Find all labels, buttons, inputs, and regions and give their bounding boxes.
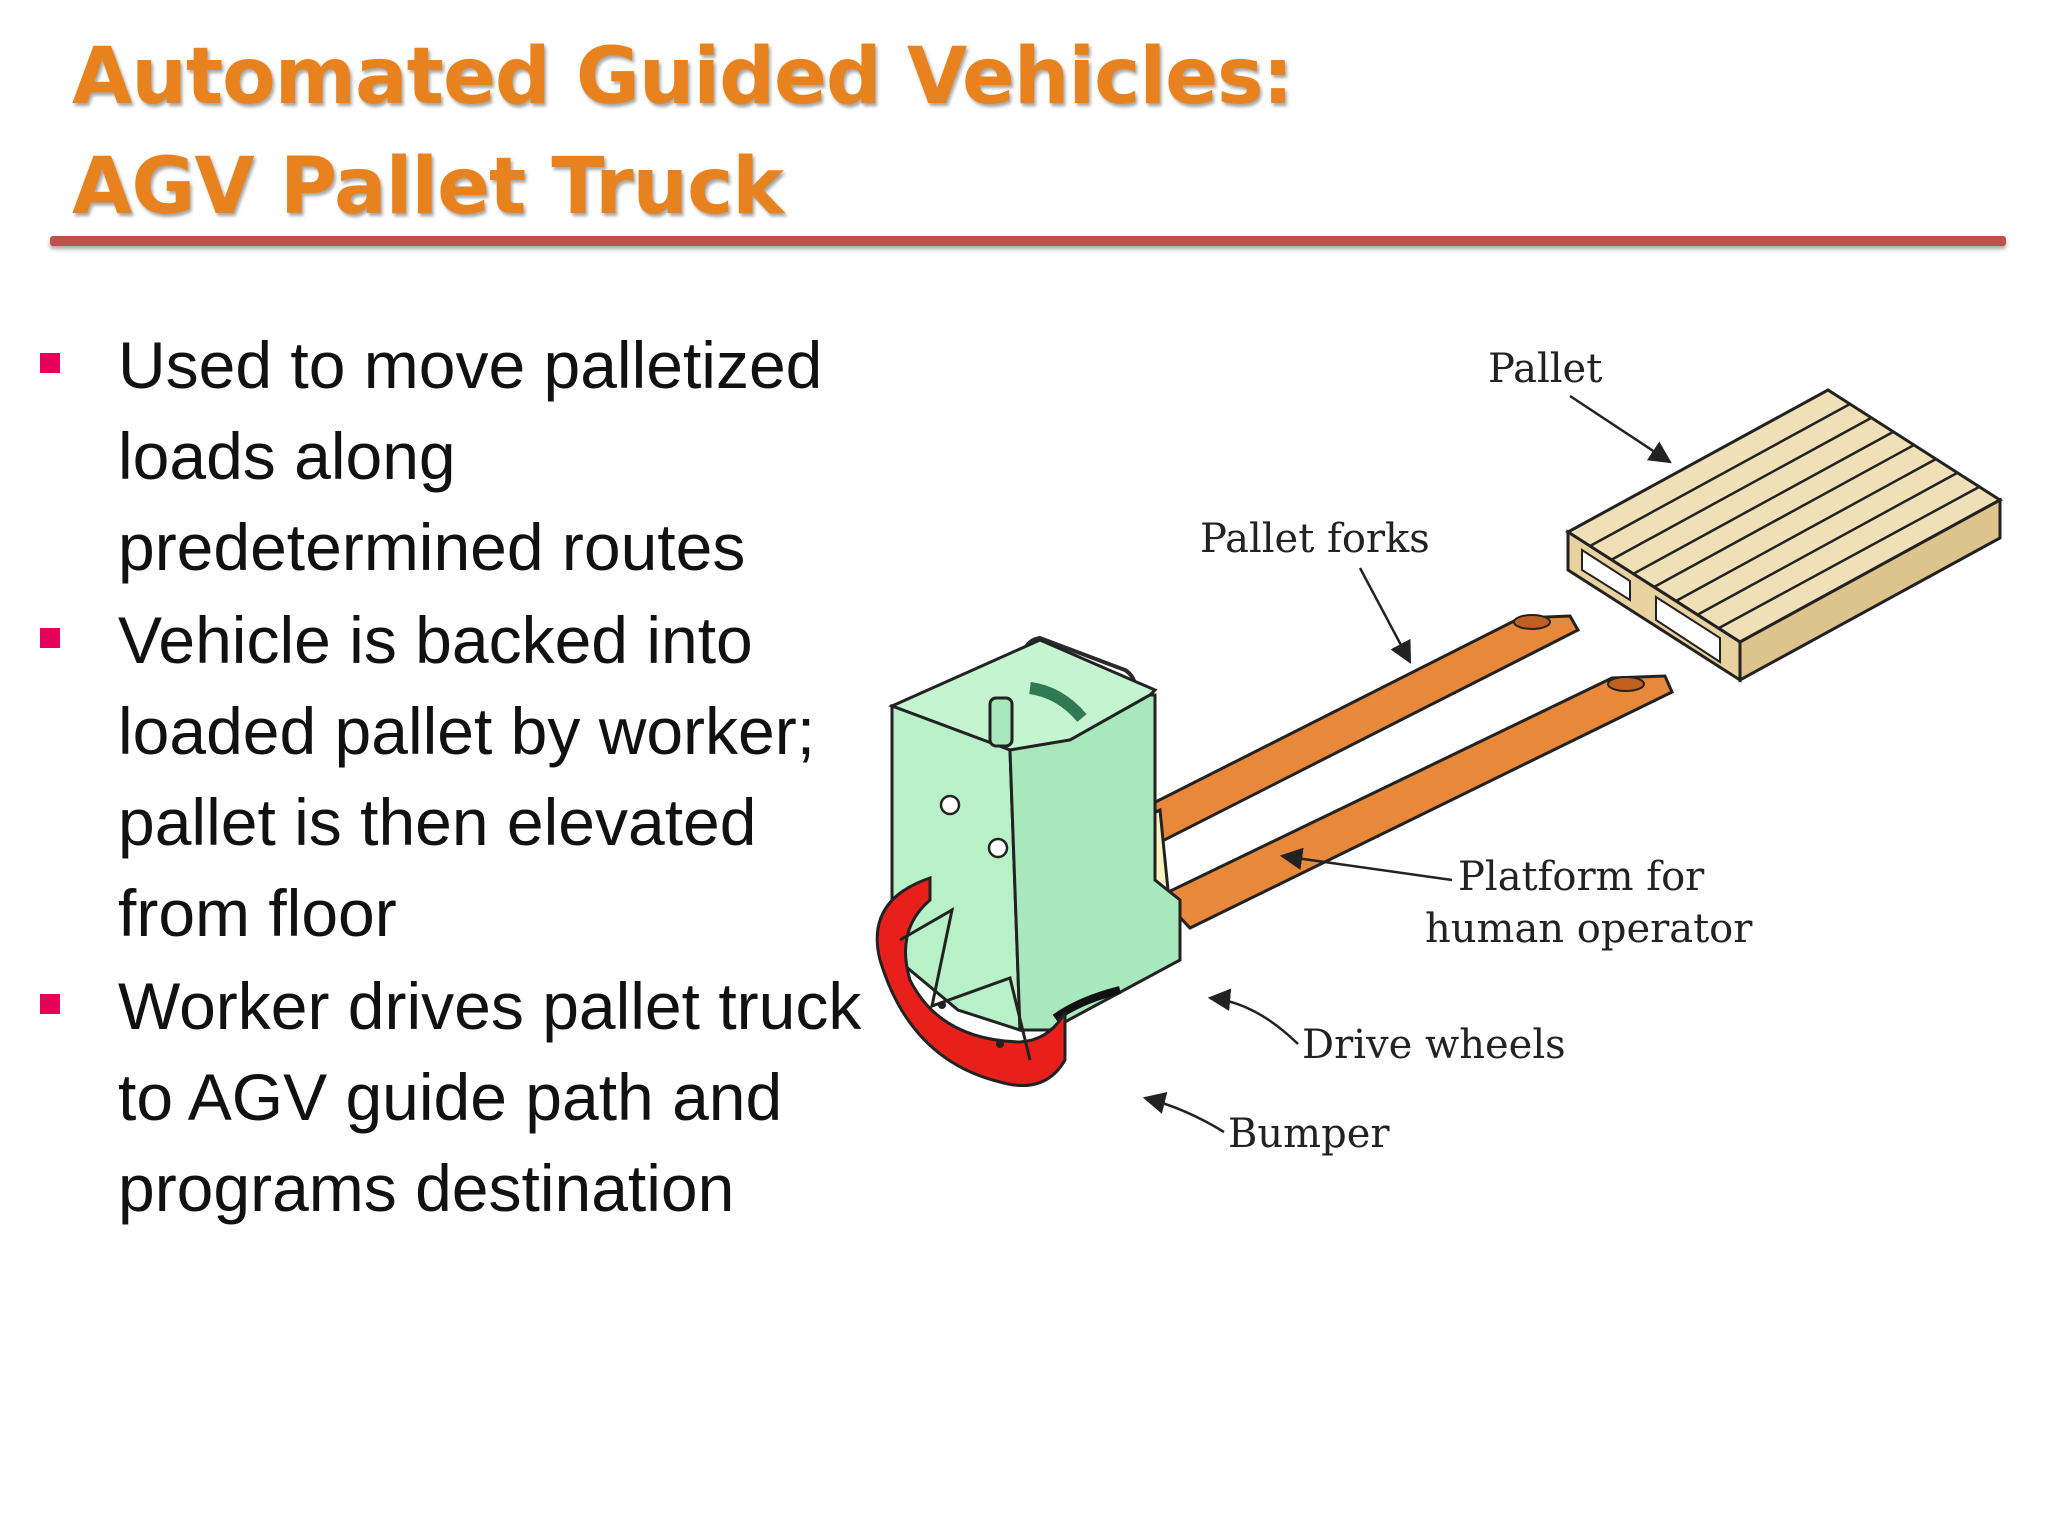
leader-drive-wheels bbox=[1207, 988, 1299, 1045]
label-bumper: Bumper bbox=[1228, 1111, 1390, 1157]
slide-title-line-2: AGV Pallet Truck bbox=[72, 142, 784, 232]
slide-title: Automated Guided Vehicles: AGV Pallet Tr… bbox=[72, 22, 1472, 242]
slide-title-line-1: Automated Guided Vehicles: bbox=[72, 32, 1294, 122]
leader-platform bbox=[1279, 847, 1453, 882]
pallet-front-right bbox=[1738, 497, 2002, 683]
title-divider bbox=[50, 236, 2006, 246]
bullet-item: Used to move palletized loads along pred… bbox=[36, 320, 896, 593]
bullet-list: Used to move palletized loads along pred… bbox=[36, 320, 896, 1236]
label-pallet: Pallet bbox=[1488, 346, 1602, 392]
truck-body-front bbox=[1008, 693, 1182, 1032]
bullet-text: Used to move palletized loads along pred… bbox=[118, 328, 823, 584]
bullet-item: Vehicle is backed into loaded pallet by … bbox=[36, 595, 896, 959]
pallet-slats bbox=[1589, 402, 1980, 630]
bullet-text: Vehicle is backed into loaded pallet by … bbox=[118, 603, 816, 950]
label-platform-line-1: Platform for bbox=[1458, 854, 1705, 900]
leader-bumper bbox=[1142, 1092, 1225, 1134]
bullet-square-icon bbox=[40, 628, 60, 648]
bumper-illustration bbox=[875, 875, 1067, 1087]
bullet-square-icon bbox=[40, 353, 60, 373]
leader-pallet bbox=[1569, 394, 1672, 464]
bullet-item: Worker drives pallet truck to AGV guide … bbox=[36, 961, 896, 1234]
bullet-square-icon bbox=[40, 994, 60, 1014]
truck-body bbox=[888, 638, 1182, 1033]
pallet-openings bbox=[1581, 548, 1721, 664]
label-drive-wheels: Drive wheels bbox=[1302, 1022, 1566, 1068]
pallet-illustration bbox=[1565, 388, 2003, 683]
label-platform-line-2: human operator bbox=[1425, 906, 1753, 952]
agv-pallet-truck-diagram: Pallet Pallet forks Platform for human o… bbox=[875, 346, 2003, 1157]
leader-pallet-forks bbox=[1358, 567, 1412, 664]
bullet-text: Worker drives pallet truck to AGV guide … bbox=[118, 969, 862, 1225]
drive-wheels bbox=[1052, 986, 1121, 1022]
label-pallet-forks: Pallet forks bbox=[1200, 516, 1430, 562]
